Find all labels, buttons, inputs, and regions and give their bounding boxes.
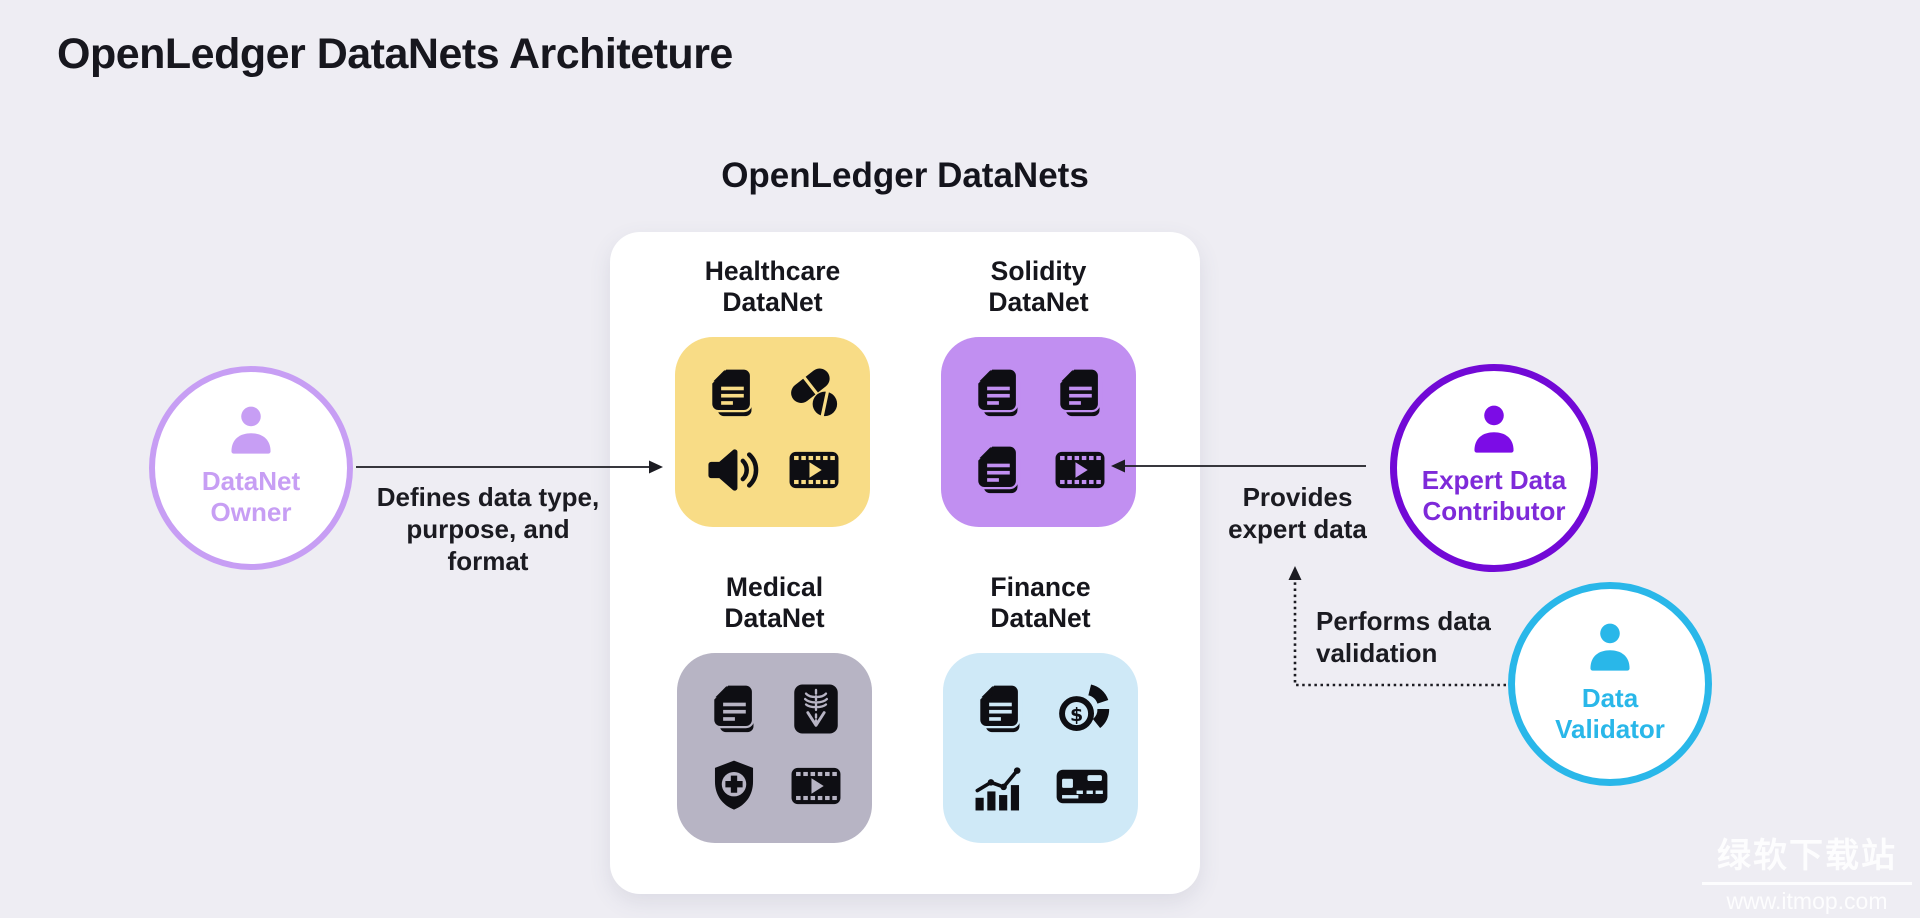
watermark-divider <box>1702 882 1912 885</box>
healthcare-datanet-tile <box>675 337 870 527</box>
watermark: 绿软下载站 www.itmop.com <box>1700 828 1914 915</box>
medical-shield-icon <box>705 757 763 815</box>
datanets-card: Healthcare DataNet Solidity DataNet <box>610 232 1200 894</box>
data-validator-circle: Data Validator <box>1508 582 1712 786</box>
bar-chart-icon <box>971 757 1029 815</box>
finance-datanet-group: Finance DataNet <box>943 572 1138 843</box>
datanets-card-heading: OpenLedger DataNets <box>721 156 1089 195</box>
document-icon <box>1051 364 1109 422</box>
solidity-datanet-group: Solidity DataNet <box>941 256 1136 527</box>
medical-datanet-label: Medical DataNet <box>724 572 825 633</box>
watermark-site-name: 绿软下载站 <box>1717 837 1897 875</box>
performs-annotation: Performs data validation <box>1316 606 1491 668</box>
validator-to-expert-arrowhead <box>1288 566 1302 580</box>
person-icon <box>1580 619 1640 673</box>
expert-data-contributor-label: Expert Data Contributor <box>1421 465 1567 526</box>
solidity-datanet-tile <box>941 337 1136 527</box>
healthcare-datanet-label: Healthcare DataNet <box>704 256 841 317</box>
finance-datanet-tile <box>943 653 1138 843</box>
defines-annotation: Defines data type, purpose, and format <box>376 482 600 576</box>
xray-icon <box>787 680 845 738</box>
person-icon <box>1464 401 1524 455</box>
document-icon <box>971 680 1029 738</box>
video-film-icon <box>1051 441 1109 499</box>
datanet-owner-label: DataNet Owner <box>201 466 301 527</box>
provides-annotation: Provides expert data <box>1228 482 1367 544</box>
page-title: OpenLedger DataNets Architeture <box>57 30 733 78</box>
medical-datanet-group: Medical DataNet <box>677 572 872 843</box>
watermark-site-url: www.itmop.com <box>1726 887 1888 914</box>
credit-card-icon <box>1053 757 1111 815</box>
expert-data-contributor-circle: Expert Data Contributor <box>1390 364 1598 572</box>
medical-datanet-tile <box>677 653 872 843</box>
pills-icon <box>785 364 843 422</box>
document-icon <box>969 364 1027 422</box>
finance-datanet-label: Finance DataNet <box>990 572 1091 633</box>
video-film-icon <box>785 441 843 499</box>
solidity-datanet-label: Solidity DataNet <box>988 256 1089 317</box>
person-icon <box>221 402 281 456</box>
video-film-icon <box>787 757 845 815</box>
document-icon <box>703 364 761 422</box>
document-icon <box>705 680 763 738</box>
datanet-owner-circle: DataNet Owner <box>149 366 353 570</box>
data-validator-label: Data Validator <box>1555 683 1665 744</box>
document-icon <box>969 441 1027 499</box>
healthcare-datanet-group: Healthcare DataNet <box>675 256 870 527</box>
pie-dollar-icon <box>1053 680 1111 738</box>
audio-speaker-icon <box>703 441 761 499</box>
